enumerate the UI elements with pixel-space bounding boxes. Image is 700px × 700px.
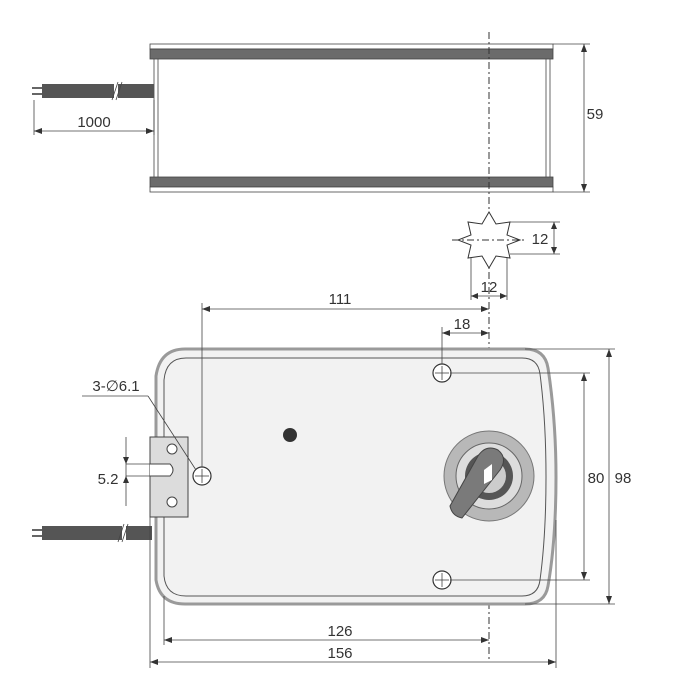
mount-hole-top [432,363,452,383]
hole-spacing-label: 80 [588,470,605,487]
mounting-tab [149,436,189,518]
shaft-section: 12 12 [452,211,560,300]
shaft-width-label: 12 [532,231,549,248]
body-length-label: 126 [327,623,352,640]
total-length-label: 156 [327,645,352,662]
total-height-label: 98 [615,470,632,487]
side-view: 1000 59 [32,43,604,193]
hole-offset-label: 18 [454,316,471,333]
cable-side [32,81,154,101]
height-label: 59 [587,106,604,123]
top-view [32,347,615,606]
cable-top [32,523,152,543]
indicator-dot [283,428,297,442]
slot-width-label: 5.2 [98,471,119,488]
mount-holes-label: 3-∅6.1 [92,378,139,395]
shaft-hub [443,430,535,522]
cable-length-label: 1000 [77,114,110,131]
center-offset-label: 111 [329,291,352,308]
shaft-depth-label: 12 [481,279,498,296]
mount-hole-bottom [432,570,452,590]
top-dimensions: 111 18 3-∅6.1 5.2 80 98 126 [82,291,631,668]
